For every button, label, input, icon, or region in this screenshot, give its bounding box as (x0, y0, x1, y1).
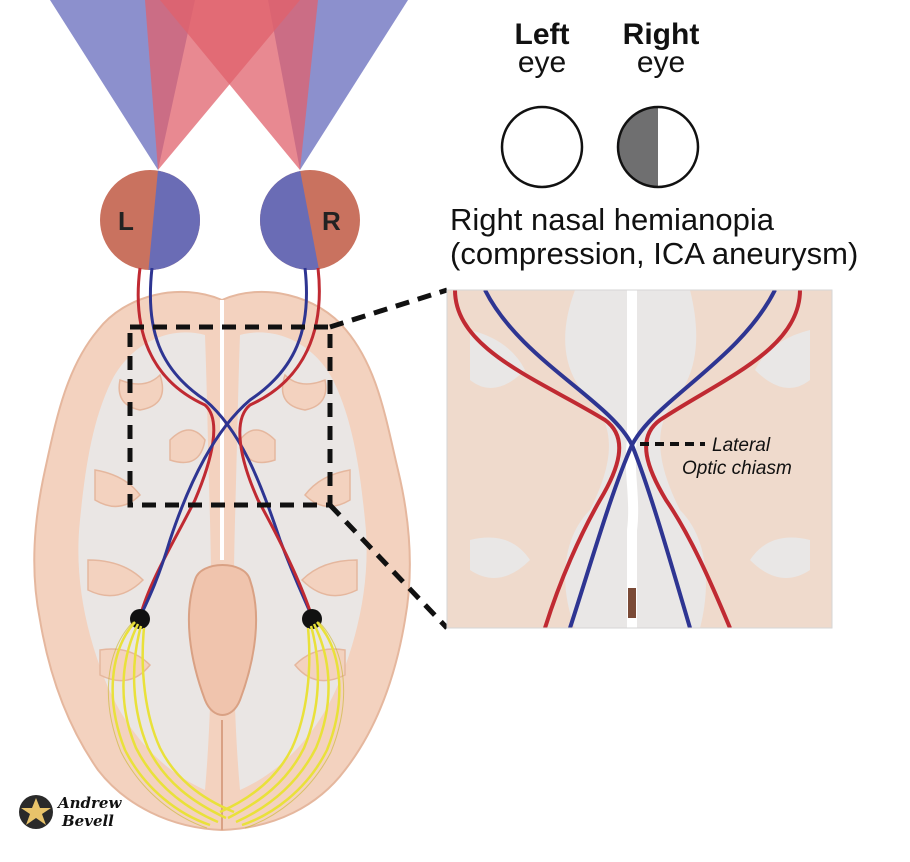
logo-star-icon (21, 798, 51, 825)
inset-frame (446, 289, 833, 629)
inset-gyrus-2 (755, 330, 810, 388)
left-eye-sub: eye (518, 46, 566, 79)
right-nasal-fibers (138, 267, 309, 618)
right-eye-nasal-field (160, 0, 318, 170)
inset-fissure (625, 290, 639, 628)
condition-title: Right nasal hemianopia (450, 202, 775, 237)
right-eyeball: R (260, 170, 360, 270)
right-lgn (302, 609, 322, 629)
right-eye-sub: eye (637, 46, 685, 79)
callout-line2: Optic chiasm (682, 458, 792, 479)
inset-gyrus-4 (750, 537, 810, 578)
gyri-folds (87, 373, 358, 682)
condition-cause: (compression, ICA aneurysm) (450, 236, 858, 271)
right-eye-letter: R (322, 206, 341, 236)
author-logo: Andrew Bevell (19, 794, 122, 830)
inset-gyrus-3 (470, 537, 530, 578)
inset-blue-right (568, 290, 777, 628)
optic-radiation-edges (107, 621, 345, 829)
chiasm-focus-box (127, 324, 333, 508)
visual-field-cones (50, 0, 408, 170)
right-eye-heading: Right (623, 18, 700, 51)
right-eye-visual-field (616, 105, 700, 189)
left-eye-heading: Left (515, 18, 570, 51)
left-lgn (130, 609, 150, 629)
signature-line1: Andrew (56, 794, 122, 812)
right-temporal-fibers (238, 267, 321, 618)
optic-pathways (136, 267, 321, 618)
left-eye-letter: L (118, 206, 134, 236)
left-eye-visual-field (500, 105, 584, 189)
left-eyeball: L (100, 170, 200, 270)
signature-line2: Bevell (61, 812, 114, 830)
optic-radiations (111, 621, 341, 827)
inset-vessel (628, 588, 636, 618)
eye-headings: Left eye Right eye (515, 18, 700, 79)
midbrain (187, 564, 258, 716)
chiasm-inset (447, 290, 832, 628)
zoom-line-top (329, 287, 448, 330)
zoom-line-bottom (328, 503, 449, 630)
callout-line1: Lateral (712, 435, 771, 456)
inset-red-left (453, 290, 622, 628)
brain (33, 290, 411, 832)
